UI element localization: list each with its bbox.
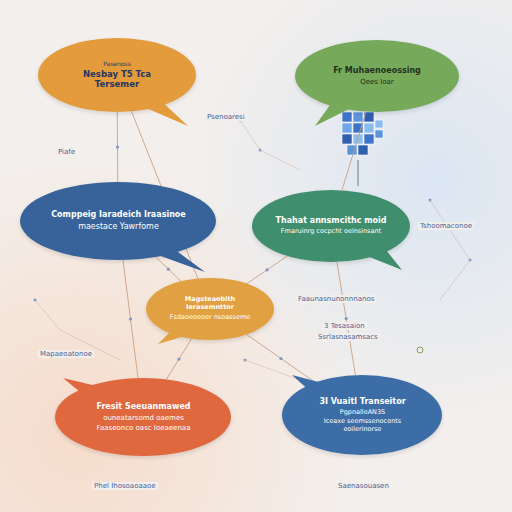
speech-bubble: Fresit Seeuanmawed ouneatarsomd oaemesFaa…	[55, 378, 231, 456]
small-label: Saenasouasen	[336, 482, 391, 490]
bubble-text-area: PasenossNesbay T5 Tca Tersemer	[60, 59, 174, 91]
small-label: Piafe	[56, 148, 77, 156]
bubble-text: Iceaxe seemssenoconts eoilerinorse	[305, 418, 420, 434]
bubble-tail	[20, 182, 216, 260]
small-label: Phel Ihosoaoaaoe	[92, 482, 158, 490]
bubble-text-area: Fr MuhaenoeossingQees Ioar	[318, 65, 436, 87]
speech-bubble: Comppeig Iaradeich Iraasinoe maestace Yaw…	[20, 182, 216, 260]
bubble-text-area: Thahat annsmcithc moidFmaruinrg cocpcht …	[274, 215, 388, 236]
bubble-text-area: Magsteaoblth IerasemnttorFsdaoeoeoer nso…	[164, 295, 256, 322]
bubble-tail	[295, 40, 459, 112]
small-label: Tshoomaconoe	[418, 222, 474, 230]
bubble-text: Qees Ioar	[360, 78, 394, 86]
speech-bubble: Thahat annsmcithc moidFmaruinrg cocpcht …	[252, 190, 410, 262]
bubble-text-area: Fresit Seeuanmawed ouneatarsomd oaemesFaa…	[80, 401, 207, 433]
bubble-title: Fr Muhaenoeossing	[333, 66, 421, 76]
bubble-text: Nesbay T5 Tca Tersemer	[60, 69, 174, 89]
connector-dot	[129, 317, 132, 320]
connector-dot	[167, 268, 170, 271]
speech-bubble: Magsteaoblth IerasemnttorFsdaoeoeoer nso…	[146, 278, 274, 340]
connector-dot	[352, 149, 355, 152]
network-connector	[166, 339, 191, 380]
network-connector	[247, 256, 287, 284]
network-connector	[337, 262, 356, 375]
bubble-text-area: Comppeig Iaradeich Iraasinoe maestace Yaw…	[48, 209, 189, 232]
connector-dot	[177, 357, 180, 360]
bubble-title: Thahat annsmcithc moid	[276, 216, 387, 226]
speech-bubble: Fr MuhaenoeossingQees Ioar	[295, 40, 459, 112]
small-label: Mapaeoatonoe	[38, 350, 94, 358]
small-label: Ssrlasnasamsacs	[316, 333, 380, 341]
bubble-title: Fresit Seeuanmawed	[96, 402, 190, 412]
bubble-title: Magsteaoblth Ierasemnttor	[164, 296, 256, 312]
connector-dot	[116, 145, 119, 148]
bubble-tail	[252, 190, 410, 262]
speech-bubble: 3I Vuaitl TranseitorPgpnalleAN3SIceaxe s…	[282, 375, 442, 455]
bubble-title: 3I Vuaitl Transeitor	[319, 397, 405, 407]
connector-dot	[279, 357, 282, 360]
bubble-text-area: 3I Vuaitl TranseitorPgpnalleAN3SIceaxe s…	[305, 396, 420, 435]
bubble-title: Comppeig Iaradeich Iraasinoe	[51, 210, 186, 220]
network-connector	[123, 260, 138, 378]
bubble-text: maestace Yawrfome	[78, 222, 159, 232]
small-label: 3 Tesasaion	[322, 322, 367, 330]
network-connector	[247, 334, 316, 382]
connector-dot	[266, 268, 269, 271]
connector-dot	[345, 317, 348, 320]
small-label: Psenoaresi	[205, 113, 247, 121]
network-connector	[117, 112, 118, 182]
bubble-text: Fmaruinrg cocpcht oelnsinsant	[281, 228, 381, 236]
bubble-title: Pasenoss	[103, 60, 131, 67]
bubble-text: Fsdaoeoeoer nsoasseme	[170, 314, 250, 322]
small-label: Faaunasnunonnnanos	[296, 295, 376, 303]
network-connector	[342, 112, 366, 191]
speech-bubble: PasenossNesbay T5 Tca Tersemer	[38, 38, 196, 112]
bubble-text: ouneatarsomd oaemes	[103, 414, 184, 422]
bubble-text: PgpnalleAN3S	[340, 409, 385, 417]
bubble-text: Faaseonco oasc Ioeaeenaa	[97, 424, 191, 432]
